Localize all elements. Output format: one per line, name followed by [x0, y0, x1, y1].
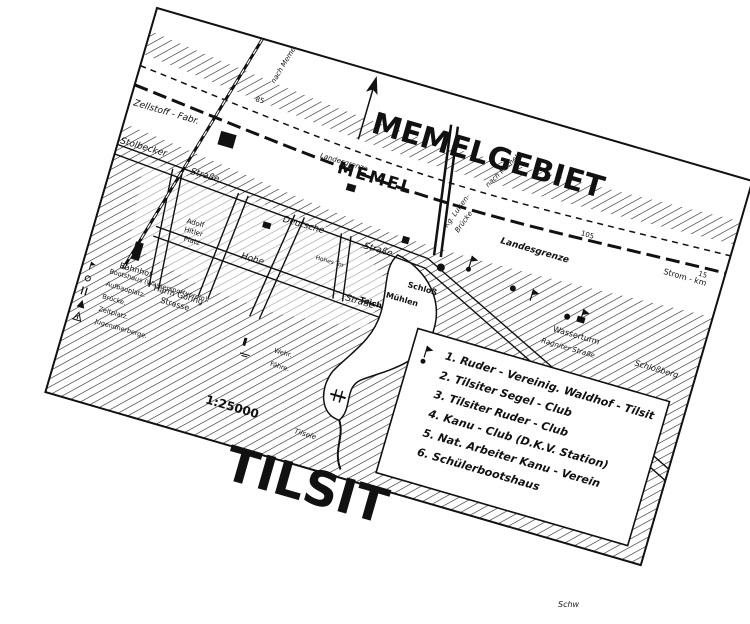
- flag-icon: [465, 255, 479, 272]
- north-arrow-icon: [357, 76, 378, 140]
- weir-icon: [242, 337, 248, 347]
- railway: [121, 37, 264, 270]
- buildings: [131, 130, 586, 324]
- map-frame: [44, 6, 750, 567]
- flag-icon: [580, 308, 590, 321]
- hostel-icon: [72, 311, 82, 322]
- tent-icon: [76, 299, 85, 309]
- weir-marker-icon: [330, 389, 346, 403]
- circle-icon: [84, 275, 91, 282]
- ferry-icon: [239, 352, 250, 358]
- muehlen-teich: [322, 254, 437, 422]
- label-km-105: 105: [580, 229, 595, 240]
- bridge-icon: [80, 286, 88, 296]
- label-km-85: 85: [254, 95, 265, 105]
- flag-icon: [420, 345, 434, 364]
- river-memel: [123, 67, 731, 316]
- border-line: [134, 83, 726, 275]
- signature: Schw: [558, 600, 580, 609]
- flag-icon: [529, 289, 540, 301]
- tilsele-brook: [336, 419, 342, 470]
- map-sheet: MEMEL Zellstoff - Fabr. Stolbecker Straß…: [44, 6, 750, 567]
- border-line-2: [139, 64, 731, 257]
- label-km-15: 15: [697, 270, 708, 280]
- boathouse-markers: [465, 255, 590, 321]
- flag-icon: [88, 261, 96, 270]
- north-bank-hatch: [143, 31, 741, 245]
- luisen-bridge: [432, 124, 460, 258]
